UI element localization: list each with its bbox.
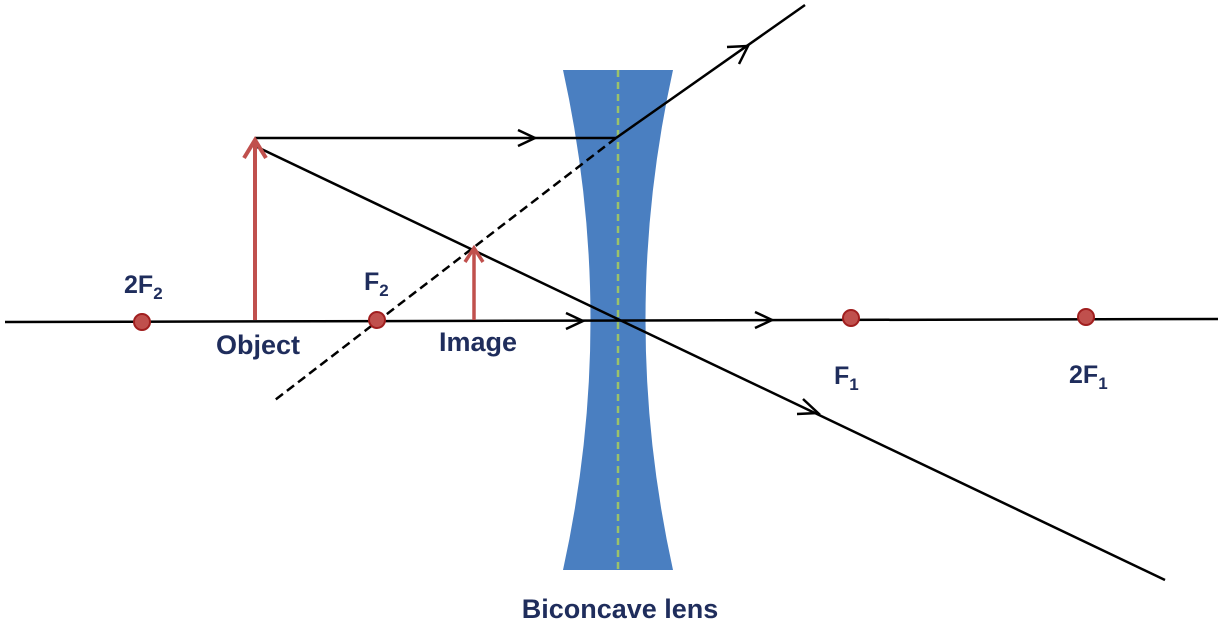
central-ray-arrow	[796, 398, 822, 416]
axis-arrow-1	[565, 311, 586, 331]
refracted-ray-arrow	[726, 44, 751, 65]
principal-axis	[4, 317, 1219, 324]
parallel-ray-arrow	[517, 128, 538, 148]
point-2f1	[1077, 308, 1095, 326]
refracted-diverging-ray	[615, 3, 806, 140]
axis-arrow-2	[754, 310, 775, 330]
point-f2	[368, 311, 386, 329]
label-f1: F1	[834, 362, 859, 394]
label-2f1: 2F1	[1069, 361, 1108, 393]
lens-caption: Biconcave lens	[522, 594, 719, 624]
label-2f2: 2F2	[124, 271, 163, 303]
point-2f2	[133, 313, 151, 331]
object-arrow-head	[242, 136, 268, 160]
central-ray	[254, 144, 1166, 582]
point-f1	[842, 309, 860, 327]
label-f2: F2	[364, 268, 389, 300]
image-arrow-head	[463, 244, 485, 263]
image-label: Image	[439, 327, 517, 357]
virtual-ray-extension	[274, 137, 617, 401]
object-label: Object	[216, 330, 300, 360]
